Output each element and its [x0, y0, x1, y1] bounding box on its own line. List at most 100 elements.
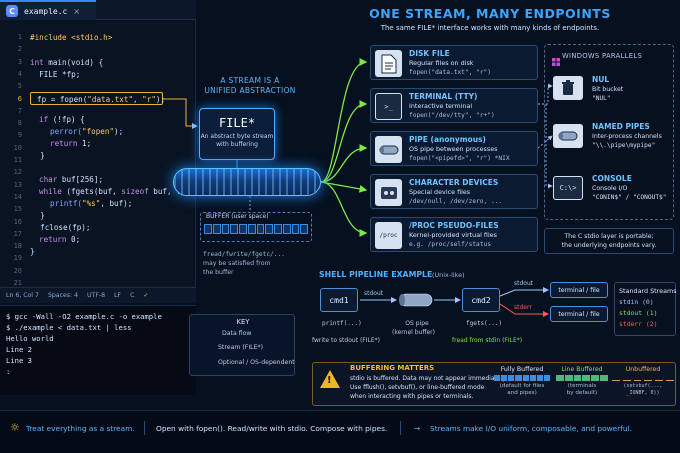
console-icon: C:\>: [553, 176, 583, 200]
endpoint-code: fopen("<pipefd>", "r") *NIX: [409, 155, 510, 162]
page-title: ONE STREAM, MANY ENDPOINTS: [369, 6, 611, 21]
code-line[interactable]: FILE *fp;: [30, 70, 81, 79]
code-line[interactable]: fp = fopen("data.txt", "r");: [37, 95, 166, 104]
endpoint-pipe: PIPE (anonymous) OS pipe between process…: [370, 131, 538, 166]
line-number: 18: [13, 242, 22, 251]
code-line[interactable]: #include <stdio.h>: [30, 33, 113, 42]
code-line[interactable]: printf("%s", buf);: [50, 199, 133, 208]
terminal-line: Hello world: [6, 334, 54, 343]
endpoint-desc: OS pipe between processes: [409, 145, 498, 153]
buffering-text: when interacting with pipes or terminals…: [350, 393, 474, 400]
code-line[interactable]: }: [31, 211, 45, 220]
line-number: 11: [13, 156, 22, 164]
stdout2-label: stdout: [514, 280, 534, 287]
line-number: 9: [17, 131, 22, 140]
terminal-panel[interactable]: [0, 305, 196, 395]
legend-data-flow: Data flow: [222, 330, 252, 337]
windows-item-title: NAMED PIPES: [592, 122, 650, 131]
lightbulb-icon: ☼: [10, 421, 20, 434]
editor-tab[interactable]: C example.c ×: [0, 0, 96, 20]
mode-bar: [494, 375, 550, 381]
stderr-entry: stderr (2): [619, 320, 658, 328]
terminal-line: $ gcc -Wall -O2 example.c -o example: [6, 312, 162, 321]
stream-tube: [173, 168, 321, 196]
code-line[interactable]: if (!fp) {: [39, 115, 85, 124]
code-line[interactable]: fclose(fp);: [31, 223, 91, 232]
terminal-file-box: terminal / file: [550, 282, 608, 298]
terminal-file-box: terminal / file: [550, 306, 608, 322]
encoding[interactable]: UTF-8: [87, 292, 106, 299]
proc-icon: /proc: [375, 222, 402, 249]
code-line[interactable]: perror("fopen");: [50, 127, 124, 136]
indent-setting[interactable]: Spaces: 4: [47, 292, 79, 299]
line-number: 17: [13, 229, 22, 238]
code-line[interactable]: int main(void) {: [30, 58, 104, 67]
terminal-line: Line 2: [6, 345, 32, 354]
line-number: 15: [13, 205, 22, 214]
code-editor: [0, 0, 196, 303]
footer-right: Streams make I/O uniform, composable, an…: [430, 424, 632, 433]
os-pipe-label: OS pipe: [405, 320, 429, 327]
line-number: 21: [13, 279, 22, 287]
portability-note: The C stdio layer is portable; the under…: [544, 228, 674, 254]
stream-caption: A STREAM IS A UNIFIED ABSTRACTION: [200, 76, 300, 96]
named-pipe-icon: [553, 124, 583, 148]
mode-fully-buffered: Fully Buffered (default for files and pi…: [494, 366, 550, 397]
write-label: fwrite to stdout (FILE*): [312, 337, 380, 344]
code-line[interactable]: }: [30, 247, 35, 256]
endpoint-title: DISK FILE: [409, 49, 450, 58]
stdout-label: stdout: [364, 290, 384, 297]
mode-note: (terminals: [567, 383, 597, 389]
mode-note: and pipes): [507, 390, 537, 396]
close-icon[interactable]: ×: [73, 6, 81, 16]
endpoint-code: e.g. /proc/self/status: [409, 241, 491, 248]
mode-title: Unbuffered: [625, 366, 661, 373]
terminal-icon: >_: [375, 93, 402, 120]
legend-title: KEY: [236, 318, 250, 326]
cursor-position[interactable]: Ln 6, Col 7: [6, 292, 39, 299]
pipe-icon: [375, 136, 402, 163]
code-line[interactable]: return 0;: [39, 235, 81, 244]
endpoint-code: fopen("data.txt", "r"): [409, 69, 491, 76]
stream-caption-line: A STREAM IS A: [220, 76, 280, 85]
endpoint-disk-file: DISK FILE Regular files on disk fopen("d…: [370, 45, 538, 80]
endpoint-desc: Special device files: [409, 188, 471, 196]
kernel-buffer-label: (kernel buffer): [392, 329, 435, 336]
c-file-icon: C: [6, 5, 18, 17]
buffer-label: BUFFER (user space): [206, 213, 269, 220]
buffering-box: [312, 362, 676, 406]
arrow-right-icon: →: [414, 424, 421, 433]
trash-icon: [553, 76, 583, 100]
fgets-label: fgets(...): [466, 320, 503, 327]
buffer-note-line: may be satisfied from: [203, 260, 271, 267]
endpoint-desc: Interactive terminal: [409, 102, 473, 110]
line-ending[interactable]: LF: [114, 292, 122, 299]
stream-caption-line: UNIFIED ABSTRACTION: [204, 86, 296, 95]
cmd1-box: cmd1: [320, 288, 358, 312]
document-icon: [375, 50, 402, 77]
portability-note-line: the underlying endpoints vary.: [561, 241, 657, 249]
mode-unbuffered: Unbuffered (setvbuf(..., _IONBF, 0)): [612, 366, 674, 397]
windows-item-code: "NUL": [592, 95, 611, 102]
endpoint-desc: Kernel-provided virtual files: [409, 231, 497, 239]
file-pointer-title: FILE*: [218, 116, 256, 130]
code-line[interactable]: }: [31, 151, 45, 160]
windows-logo-icon: [552, 51, 560, 66]
file-desc-line: An abstract byte stream: [200, 133, 274, 140]
file-pointer-description: An abstract byte stream with buffering: [200, 133, 274, 149]
code-line[interactable]: return 1;: [50, 139, 92, 148]
terminal-line: :: [6, 367, 11, 376]
windows-item-desc: Console I/O: [592, 185, 628, 192]
line-number: 4: [17, 69, 22, 78]
buffer-cells: [204, 224, 308, 234]
pipeline-title: SHELL PIPELINE EXAMPLE: [319, 270, 433, 279]
mode-bar: [556, 375, 608, 381]
line-number: 6: [17, 94, 22, 103]
language-mode[interactable]: C: [130, 292, 135, 299]
mode-note: (default for files: [499, 383, 545, 389]
line-number: 1: [17, 33, 22, 41]
buffer-note-line: fread/fwrite/fgetc/...: [203, 251, 285, 258]
highlighted-line: [30, 92, 163, 105]
line-number: 7: [17, 106, 22, 115]
code-line[interactable]: char buf[256];: [39, 175, 104, 184]
